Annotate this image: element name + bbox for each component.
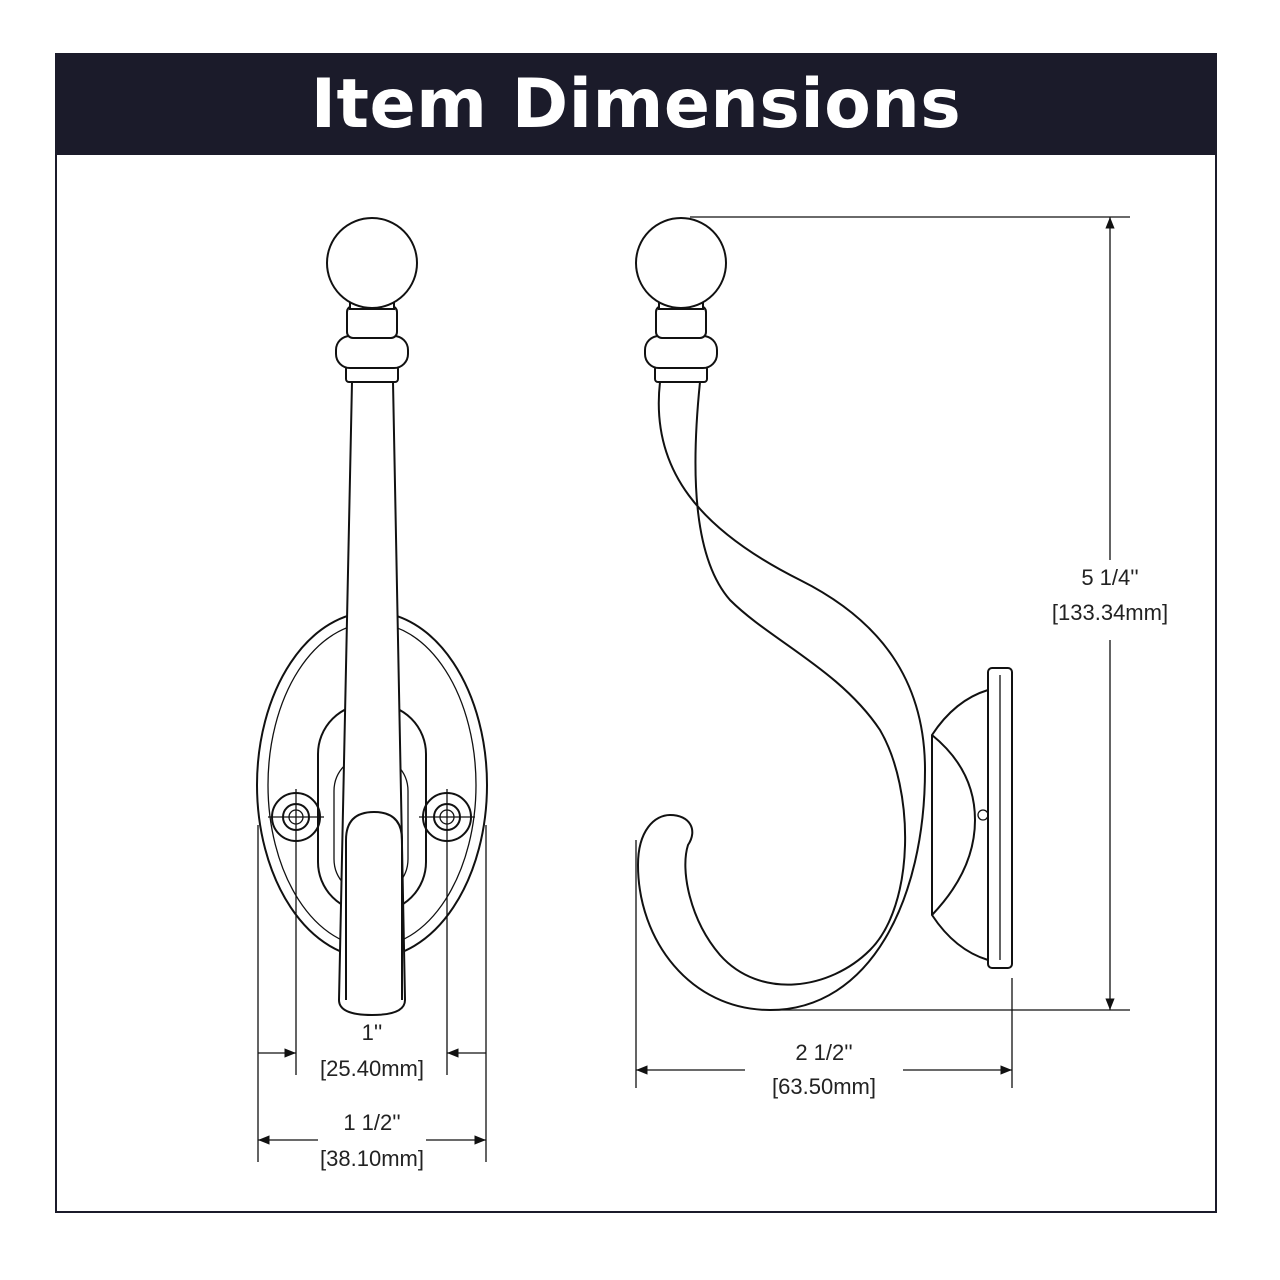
side-view <box>635 217 1013 1012</box>
dim-plate-width-metric: [38.10mm] <box>320 1146 424 1171</box>
dim-hole-spacing-imperial: 1'' <box>362 1020 383 1045</box>
page-title: Item Dimensions <box>310 64 962 144</box>
front-view <box>256 217 488 1017</box>
side-hook-body <box>636 381 927 1012</box>
dim-projection-imperial: 2 1/2'' <box>795 1040 852 1065</box>
right-screw-hole <box>419 789 475 845</box>
front-shank <box>337 381 407 1017</box>
dim-height-metric: [133.34mm] <box>1052 600 1168 625</box>
dim-projection-metric: [63.50mm] <box>772 1074 876 1099</box>
left-screw-hole <box>268 789 324 845</box>
side-ball-knob <box>635 217 727 309</box>
front-ball-knob <box>326 217 418 309</box>
dim-hole-spacing-metric: [25.40mm] <box>320 1056 424 1081</box>
dim-height-imperial: 5 1/4'' <box>1081 565 1138 590</box>
title-banner: Item Dimensions <box>55 53 1217 155</box>
dim-plate-width-imperial: 1 1/2'' <box>343 1110 400 1135</box>
